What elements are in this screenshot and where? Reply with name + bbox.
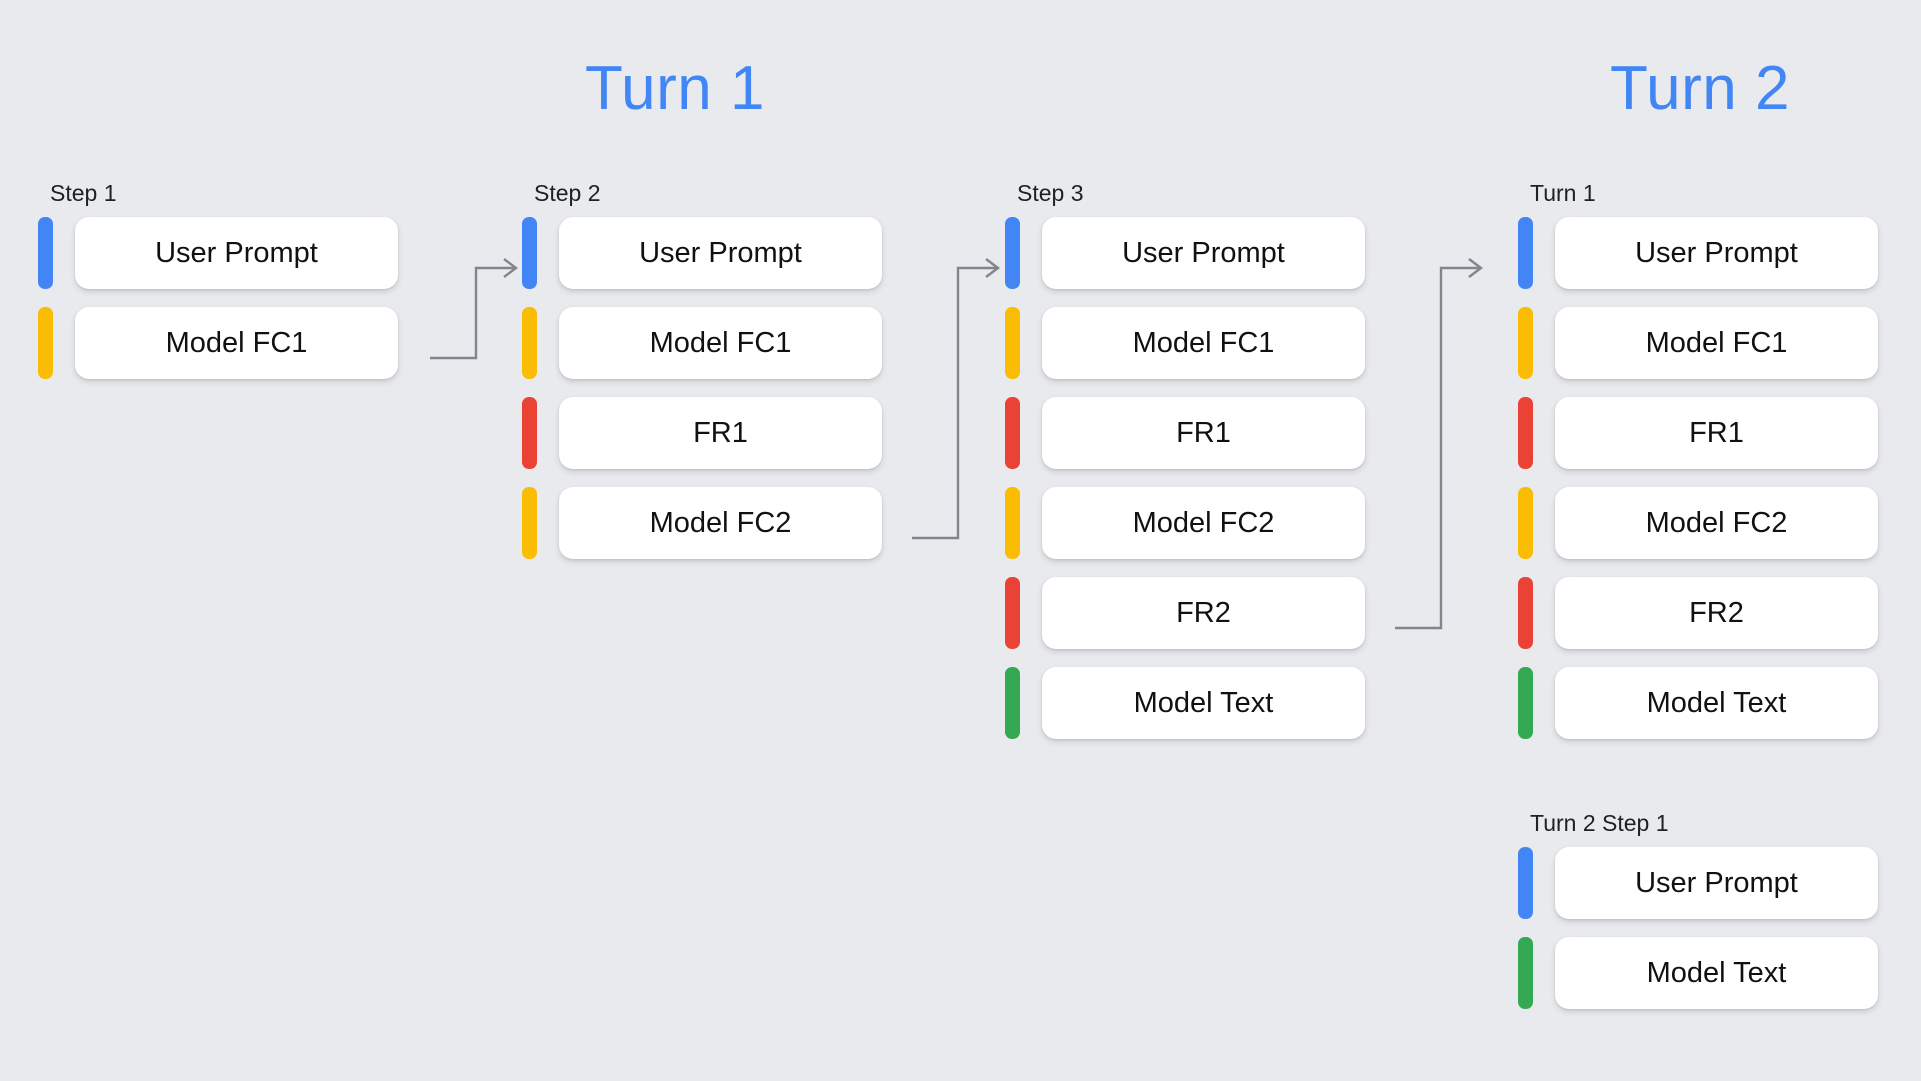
card[interactable]: Model FC1 (75, 307, 398, 379)
column-label-turn-2-step-1: Turn 2 Step 1 (1530, 810, 1669, 836)
blue-tag-icon (1005, 217, 1020, 289)
card[interactable]: Model FC2 (1555, 487, 1878, 559)
blue-tag-icon (1518, 847, 1533, 919)
row: Model FC2 (1005, 487, 1365, 577)
heading-turn-1: Turn 1 (585, 54, 765, 123)
column-label-step-1: Step 1 (50, 180, 117, 206)
yellow-tag-icon (1518, 487, 1533, 559)
red-tag-icon (1518, 577, 1533, 649)
card[interactable]: FR1 (559, 397, 882, 469)
row: Model FC1 (522, 307, 882, 397)
card[interactable]: FR2 (1555, 577, 1878, 649)
yellow-tag-icon (522, 487, 537, 559)
card[interactable]: FR2 (1042, 577, 1365, 649)
row: FR1 (522, 397, 882, 487)
row: Model FC1 (1005, 307, 1365, 397)
column-label-step-2: Step 2 (534, 180, 601, 206)
card[interactable]: User Prompt (75, 217, 398, 289)
card[interactable]: User Prompt (1555, 847, 1878, 919)
card[interactable]: Model FC1 (559, 307, 882, 379)
blue-tag-icon (38, 217, 53, 289)
row: Model FC2 (522, 487, 882, 577)
card[interactable]: Model FC1 (1555, 307, 1878, 379)
card[interactable]: User Prompt (1555, 217, 1878, 289)
blue-tag-icon (522, 217, 537, 289)
red-tag-icon (1005, 577, 1020, 649)
row: FR2 (1518, 577, 1878, 667)
green-tag-icon (1005, 667, 1020, 739)
row: FR1 (1518, 397, 1878, 487)
green-tag-icon (1518, 937, 1533, 1009)
card[interactable]: Model FC2 (1042, 487, 1365, 559)
row: User Prompt (1005, 217, 1365, 307)
row: Model FC1 (38, 307, 398, 397)
green-tag-icon (1518, 667, 1533, 739)
row: User Prompt (38, 217, 398, 307)
column-label-step-3: Step 3 (1017, 180, 1084, 206)
yellow-tag-icon (38, 307, 53, 379)
blue-tag-icon (1518, 217, 1533, 289)
connector-step3-to-turn1 (1395, 258, 1483, 630)
row: User Prompt (1518, 217, 1878, 307)
red-tag-icon (1518, 397, 1533, 469)
row: FR1 (1005, 397, 1365, 487)
red-tag-icon (522, 397, 537, 469)
card[interactable]: User Prompt (1042, 217, 1365, 289)
row: User Prompt (522, 217, 882, 307)
column-label-turn-1-history: Turn 1 (1530, 180, 1596, 206)
card[interactable]: Model Text (1555, 667, 1878, 739)
card[interactable]: Model Text (1555, 937, 1878, 1009)
card[interactable]: FR1 (1042, 397, 1365, 469)
row: Model FC2 (1518, 487, 1878, 577)
yellow-tag-icon (1005, 487, 1020, 559)
row: FR2 (1005, 577, 1365, 667)
yellow-tag-icon (1518, 307, 1533, 379)
yellow-tag-icon (522, 307, 537, 379)
row: User Prompt (1518, 847, 1878, 937)
card[interactable]: User Prompt (559, 217, 882, 289)
card[interactable]: FR1 (1555, 397, 1878, 469)
row: Model Text (1005, 667, 1365, 757)
card[interactable]: Model Text (1042, 667, 1365, 739)
card[interactable]: Model FC1 (1042, 307, 1365, 379)
row: Model Text (1518, 937, 1878, 1027)
row: Model Text (1518, 667, 1878, 757)
card[interactable]: Model FC2 (559, 487, 882, 559)
yellow-tag-icon (1005, 307, 1020, 379)
red-tag-icon (1005, 397, 1020, 469)
heading-turn-2: Turn 2 (1610, 54, 1790, 123)
row: Model FC1 (1518, 307, 1878, 397)
